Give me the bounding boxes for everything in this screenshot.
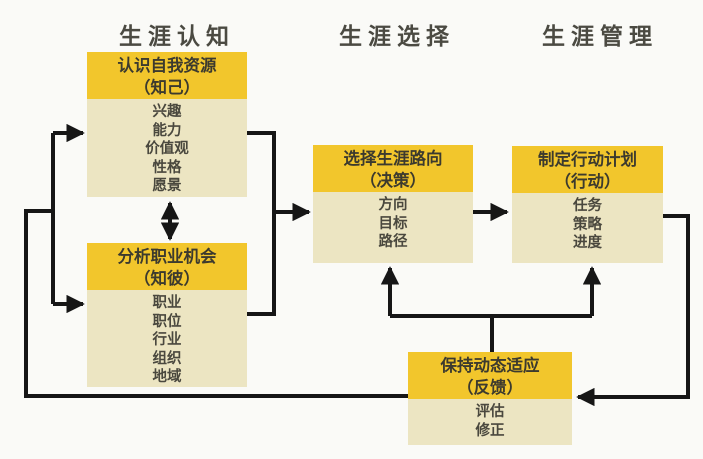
box-career-choice: 选择生涯路向 （决策） 方向 目标 路径 [313,145,473,263]
box-item: 能力 [152,122,182,139]
box-career-choice-body: 方向 目标 路径 [313,192,473,263]
box-item: 进度 [573,235,602,251]
box-subtitle: （知己） [134,79,200,97]
column-title-cognition: 生涯认知 [119,23,235,49]
box-action-plan-body: 任务 策略 进度 [512,193,663,263]
box-item: 性格 [152,159,182,176]
box-title: 保持动态适应 [440,357,540,375]
box-dynamic-feedback: 保持动态适应 （反馈） 评估 修正 [408,352,572,445]
box-item: 目标 [378,215,408,232]
box-item: 愿景 [152,178,182,194]
box-self-resources-header: 认识自我资源 （知己） [87,52,247,99]
box-opportunity-analysis-header: 分析职业机会 （知彼） [87,243,247,290]
box-dynamic-feedback-body: 评估 修正 [408,399,572,445]
box-item: 策略 [573,216,602,233]
merge-bracket-line [247,131,276,316]
box-item: 任务 [573,198,602,214]
box-item: 组织 [152,350,182,367]
box-item: 方向 [378,197,408,213]
box-title: 选择生涯路向 [343,150,443,168]
box-item: 评估 [475,404,505,420]
box-subtitle: （反馈） [457,379,523,397]
column-title-choice: 生涯选择 [339,23,455,49]
box-item: 价值观 [145,141,189,157]
box-item: 路径 [378,234,408,250]
box-self-resources: 认识自我资源 （知己） 兴趣 能力 价值观 性格 愿景 [87,52,247,197]
arrow-feedback-loop-left [24,209,408,398]
box-subtitle: （决策） [360,172,426,190]
box-action-plan-header: 制定行动计划 （行动） [512,146,663,193]
box-item: 兴趣 [152,104,182,120]
box-title: 分析职业机会 [117,248,217,266]
box-item: 行业 [152,332,182,348]
box-subtitle: （知彼） [134,270,200,288]
box-action-plan: 制定行动计划 （行动） 任务 策略 进度 [512,146,663,263]
box-career-choice-header: 选择生涯路向 （决策） [313,145,473,192]
box-subtitle: （行动） [554,173,621,191]
box-item: 修正 [475,422,505,439]
box-title: 认识自我资源 [117,57,217,75]
box-opportunity-analysis: 分析职业机会 （知彼） 职业 职位 行业 组织 地域 [87,243,247,387]
box-self-resources-body: 兴趣 能力 价值观 性格 愿景 [87,99,247,197]
box-title: 制定行动计划 [538,151,637,169]
action-loop-right-line [580,214,690,399]
column-title-management: 生涯管理 [542,23,658,49]
box-opportunity-analysis-body: 职业 职位 行业 组织 地域 [87,290,247,387]
box-item: 职业 [152,295,182,311]
box-dynamic-feedback-header: 保持动态适应 （反馈） [408,352,572,399]
box-item: 职位 [152,313,182,330]
box-item: 地域 [152,369,182,385]
